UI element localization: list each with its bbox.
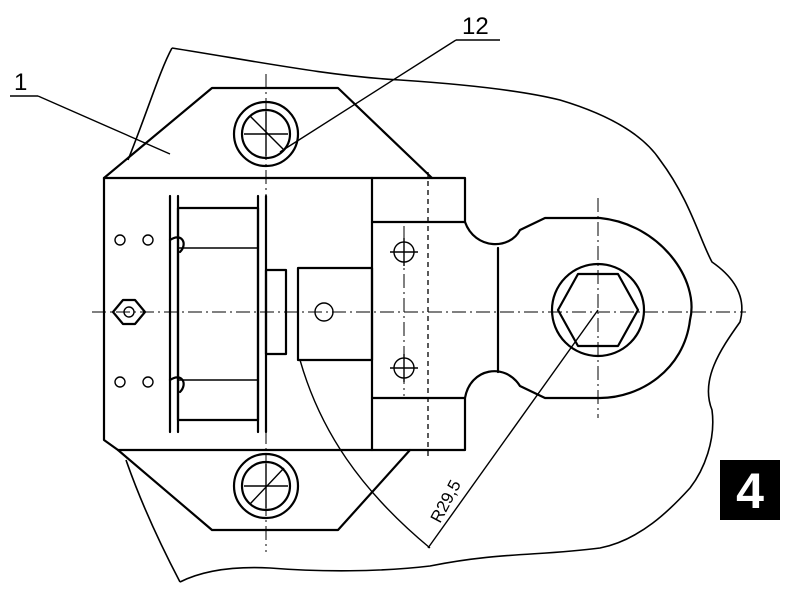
radius-arc: [299, 359, 431, 549]
break-outline-left: [127, 47, 173, 161]
figure-number-badge: [720, 460, 780, 520]
hex-nut-small: [111, 298, 147, 326]
radius-label: R29,5: [427, 477, 465, 526]
spool-wire-upper: [168, 236, 185, 254]
terminal-screw: [142, 234, 154, 246]
leader-1-line: [37, 95, 171, 155]
upper-bolt-slot: [249, 115, 285, 151]
break-outline: [171, 47, 743, 583]
break-outline-left-lower: [125, 459, 181, 583]
lower-flange: [116, 448, 412, 532]
spacer-plate: [296, 266, 374, 362]
leader-12-line: [279, 39, 457, 153]
terminal-screw: [142, 376, 154, 388]
clamp-body: [370, 176, 693, 452]
upper-flange: [102, 86, 434, 180]
radius-dimension-line: [427, 309, 599, 549]
eye-hex-nut: [556, 272, 640, 348]
main-plate: [102, 176, 374, 452]
terminal-screw: [114, 376, 126, 388]
spool-winding: [176, 206, 260, 422]
part-label-12: 12: [462, 13, 489, 40]
terminal-screw: [114, 234, 126, 246]
part-label-1: 1: [14, 69, 27, 96]
figure-number: 4: [736, 463, 764, 519]
spool-wire-lower: [168, 376, 185, 394]
